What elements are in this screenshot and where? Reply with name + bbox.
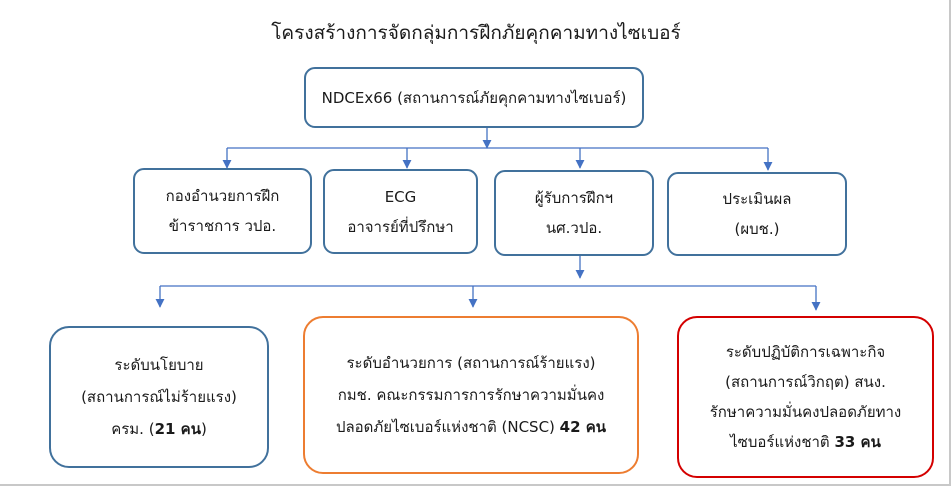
node-evaluation: ประเมินผล (ผบช.)	[667, 172, 847, 256]
root-node: NDCEx66 (สถานการณ์ภัยคุกคามทางไซเบอร์)	[304, 67, 644, 128]
node-policy-level: ระดับนโยบาย (สถานการณ์ไม่ร้ายแรง) ครม. (…	[49, 326, 269, 468]
node-trainees: ผู้รับการฝึกฯ นศ.วปอ.	[494, 170, 654, 256]
node-ecg: ECG อาจารย์ที่ปรึกษา	[323, 169, 478, 254]
node-operational-level: ระดับปฏิบัติการเฉพาะกิจ (สถานการณ์วิกฤต)…	[677, 316, 934, 478]
diagram-title: โครงสร้างการจัดกลุ่มการฝึกภัยคุกคามทางไซ…	[271, 22, 681, 44]
node-exercise-control: กองอำนวยการฝึก ข้าราชการ วปอ.	[133, 168, 312, 254]
root-label: NDCEx66 (สถานการณ์ภัยคุกคามทางไซเบอร์)	[321, 88, 627, 107]
node-directive-level: ระดับอำนวยการ (สถานการณ์ร้ายแรง) กมช. คณ…	[303, 316, 639, 474]
